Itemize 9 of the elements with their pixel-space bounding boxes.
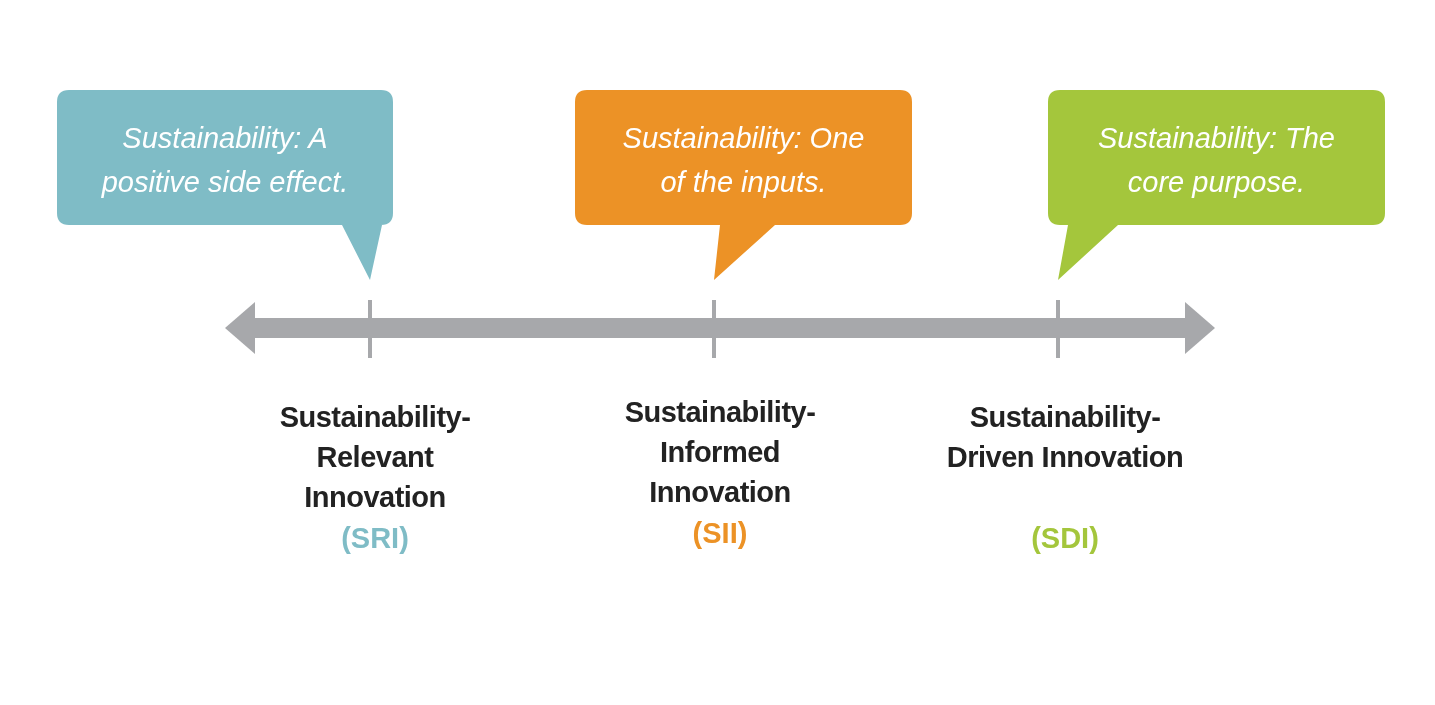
bubble-text: Sustainability: A positive side effect. xyxy=(100,121,350,200)
category-acronym: (SRI) xyxy=(340,521,410,556)
category-title: Sustainability-Relevant Innovation xyxy=(278,400,472,515)
category-acronym: (SII) xyxy=(691,516,749,551)
category-title: Sustainability-Informed Innovation xyxy=(623,395,817,510)
category-acronym: (SDI) xyxy=(1030,521,1100,556)
category-title: Sustainability-Driven Innovation xyxy=(945,400,1185,475)
bubble-text: Sustainability: The core purpose. xyxy=(1097,121,1336,200)
bubble-text: Sustainability: One of the inputs. xyxy=(621,121,866,200)
